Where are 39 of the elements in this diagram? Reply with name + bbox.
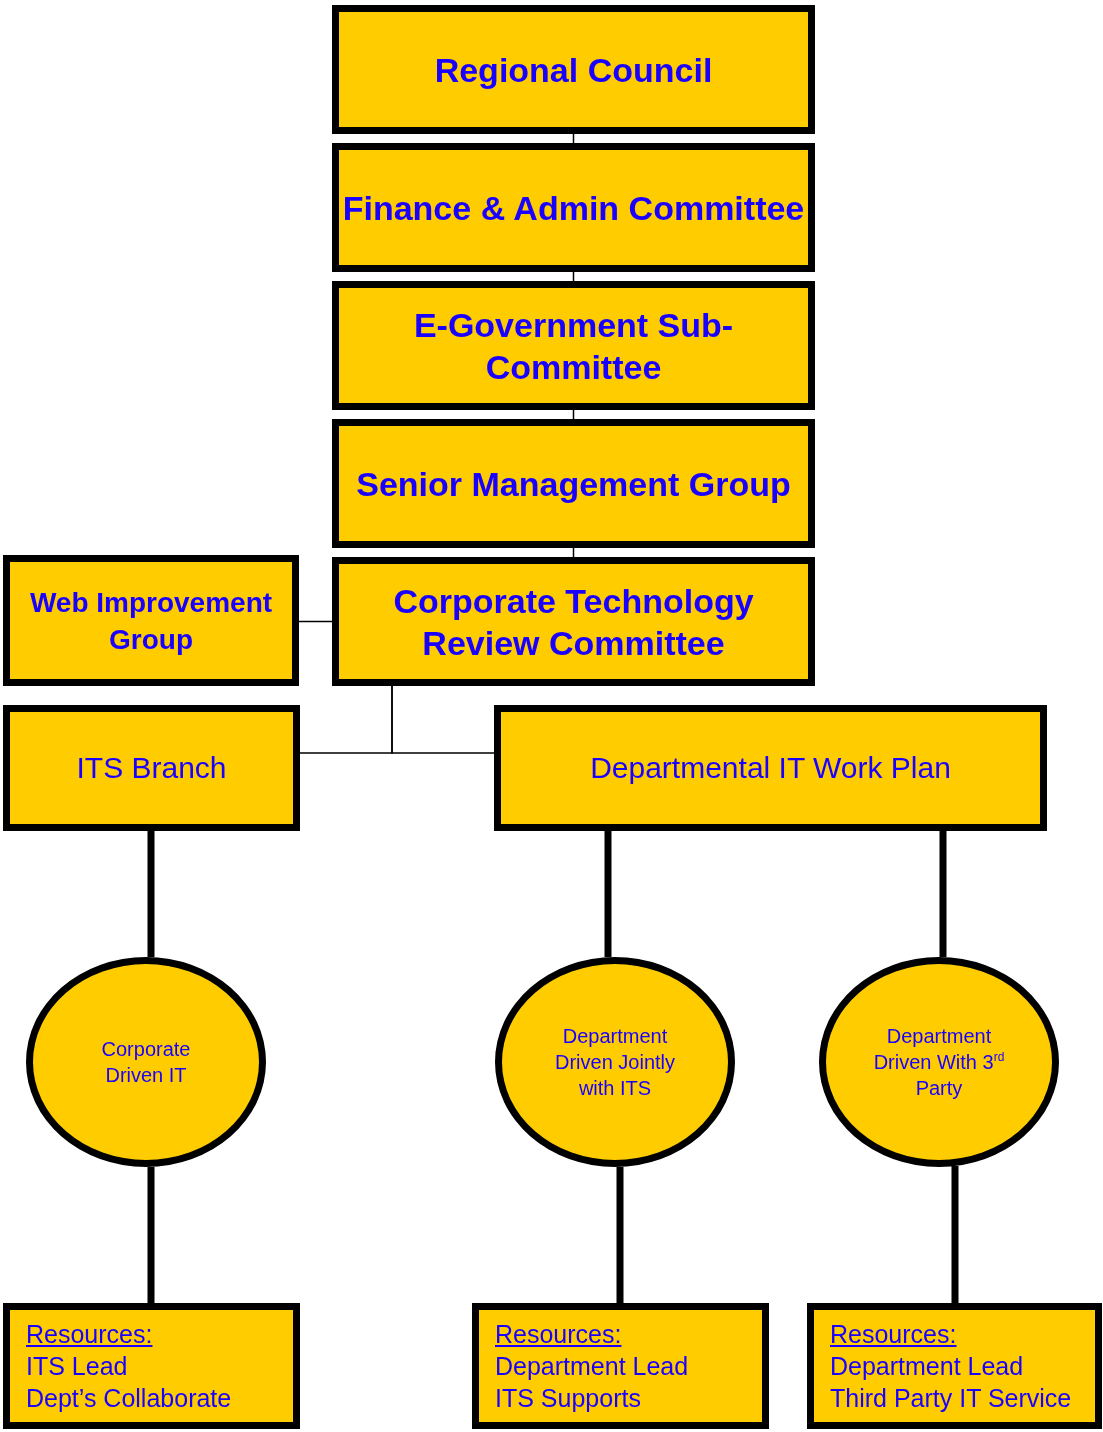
- connector-line: [298, 620, 333, 623]
- node-label: Department Driven Jointly with ITS: [553, 1024, 676, 1101]
- org-box: [332, 557, 815, 686]
- resources-heading: Resources:: [495, 1319, 622, 1350]
- connector-line: [391, 685, 495, 754]
- resource-text: Dept’s Collaborate: [26, 1383, 232, 1414]
- node-label: Finance & Admin Committee: [342, 187, 805, 229]
- org-box: [332, 5, 815, 134]
- org-box: [494, 705, 1047, 831]
- resources-heading: Resources:: [830, 1319, 957, 1350]
- node-label: Regional Council: [434, 49, 713, 91]
- node-label: Departmental IT Work Plan: [590, 751, 951, 785]
- node-label: Corporate Technology Review Committee: [392, 580, 755, 664]
- resource-text: Department Lead: [495, 1351, 689, 1382]
- node-label: Web Improvement Group: [28, 585, 274, 657]
- connector-line: [616, 1166, 624, 1303]
- node-label: ITS Branch: [76, 751, 227, 785]
- resource-text: Third Party IT Service: [830, 1383, 1072, 1414]
- connector-line: [604, 831, 612, 958]
- node-label: E-Government Sub-Committee: [412, 304, 735, 388]
- connector-line: [951, 1166, 959, 1303]
- resource-text: ITS Supports: [495, 1383, 641, 1414]
- connector-line: [147, 1166, 155, 1303]
- resources-heading: Resources:: [26, 1319, 153, 1350]
- org-box: [3, 555, 299, 686]
- resources-box: [807, 1303, 1102, 1429]
- connector-line: [939, 831, 947, 958]
- org-box: [3, 705, 300, 831]
- org-box: [332, 281, 815, 410]
- org-box: [332, 419, 815, 548]
- org-box: [332, 143, 815, 272]
- node-label: Senior Management Group: [356, 463, 791, 505]
- resources-box: [3, 1303, 300, 1429]
- resources-box: [472, 1303, 769, 1429]
- connector-line: [147, 831, 155, 958]
- node-label: Corporate Driven IT: [100, 1037, 192, 1088]
- resource-text: Department Lead: [830, 1351, 1024, 1382]
- resource-text: ITS Lead: [26, 1351, 128, 1382]
- node-label: Department Driven With 3$^{rd}$ Party: [872, 1024, 1006, 1101]
